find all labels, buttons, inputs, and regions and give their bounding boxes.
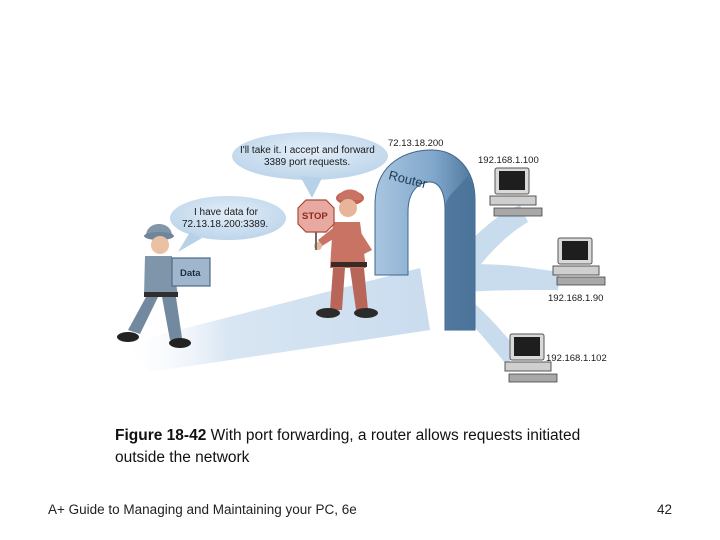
data-box: Data	[171, 257, 211, 287]
host-ip-102: 192.168.1.102	[546, 353, 607, 364]
user-speech-bubble: I have data for 72.13.18.200:3389.	[170, 196, 286, 252]
figure-caption-label: Figure 18-42	[115, 427, 207, 444]
figure-caption: Figure 18-42 With port forwarding, a rou…	[115, 425, 615, 469]
host-computer-100	[489, 167, 543, 217]
router-guard-figure: STOP	[297, 189, 378, 318]
user-bubble-line-2: 72.13.18.200:3389.	[182, 219, 268, 230]
router-bubble-line-1: I'll take it. I accept and forward	[240, 145, 375, 156]
data-box-label: Data	[180, 268, 201, 279]
figure-caption-text: With port forwarding, a router allows re…	[115, 427, 581, 466]
stop-sign-text: STOP	[302, 211, 328, 222]
data-carrier-figure: Data	[117, 224, 211, 348]
user-bubble-line-1: I have data for	[194, 207, 259, 218]
host-computer-102	[504, 333, 558, 383]
router-public-ip: 72.13.18.200	[388, 138, 443, 149]
router-speech-bubble: I'll take it. I accept and forward 3389 …	[232, 132, 388, 198]
footer-page-number: 42	[656, 502, 672, 517]
host-ip-100: 192.168.1.100	[478, 155, 539, 166]
incoming-beam	[120, 268, 430, 372]
stop-sign: STOP	[297, 199, 335, 250]
host-ip-90: 192.168.1.90	[548, 293, 603, 304]
footer-book-title: A+ Guide to Managing and Maintaining you…	[48, 502, 357, 517]
host-computer-90	[552, 237, 606, 286]
port-forwarding-illustration: Router 72.13.18.200 I'll take it. I acce…	[117, 132, 607, 383]
router-arch: Router	[374, 149, 476, 331]
router-bubble-line-2: 3389 port requests.	[264, 157, 350, 168]
branch-to-host-90	[460, 264, 560, 292]
